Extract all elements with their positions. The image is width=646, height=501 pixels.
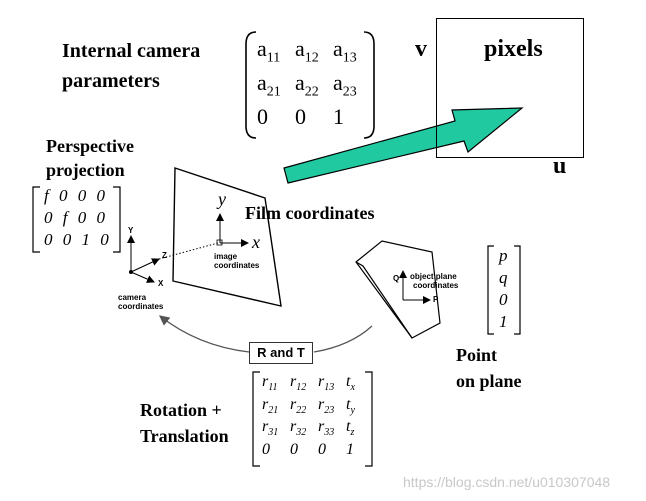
projection-arrow [283, 107, 524, 184]
image-coordinates-label-line2: coordinates [214, 261, 260, 270]
pixel-u-axis-label: u [553, 153, 567, 179]
internal-matrix-entry: a12 [295, 36, 319, 66]
film-y-label: y [218, 189, 226, 209]
rotation-label-line2: Translation [140, 426, 229, 446]
rotation-matrix-entry: r11 [262, 373, 278, 394]
rotation-matrix-entry: 0 [262, 440, 270, 458]
film-x-label: x [252, 232, 260, 252]
rt-arrow-right [313, 325, 373, 353]
rotation-matrix-left-bracket [252, 371, 260, 467]
rotation-matrix-entry: r31 [262, 418, 279, 439]
rotation-matrix-entry: 0 [318, 440, 326, 458]
camera-x-axis [130, 271, 155, 283]
point-vector-right-bracket [514, 245, 521, 335]
internal-matrix-entry: 1 [333, 104, 344, 129]
point-vector-entry: q [499, 268, 508, 287]
film-coordinates-label: Film coordinates [245, 203, 375, 223]
image-coordinates-label-line1: image [214, 252, 238, 261]
rotation-matrix-right-bracket [365, 371, 373, 467]
internal-matrix-entry: 0 [257, 104, 268, 129]
point-vector-entry: 0 [499, 290, 508, 309]
camera-z-axis [130, 258, 160, 273]
rotation-matrix-entry: r23 [318, 395, 335, 416]
plane-p-label: P [433, 295, 439, 304]
perspective-matrix-row: 0 0 1 0 [44, 230, 112, 249]
internal-matrix-entry: a21 [257, 70, 281, 100]
internal-matrix-left-bracket [245, 31, 257, 139]
rotation-matrix-entry: r12 [290, 373, 307, 394]
rotation-matrix-entry: r22 [290, 395, 307, 416]
internal-matrix-entry: a11 [257, 36, 281, 66]
camera-z-label: Z [162, 251, 167, 260]
perspective-label-line1: Perspective [46, 136, 134, 156]
camera-y-label: Y [128, 226, 134, 235]
perspective-matrix-left-bracket [32, 186, 40, 253]
rotation-matrix-entry: ty [346, 395, 355, 416]
perspective-label-line2: projection [46, 160, 125, 180]
rotation-matrix-entry: r21 [262, 395, 279, 416]
rotation-matrix-entry: r32 [290, 418, 307, 439]
internal-params-label-line1: Internal camera [62, 40, 201, 62]
image-plane [172, 167, 282, 307]
film-origin [216, 239, 223, 246]
rotation-matrix-entry: tx [346, 373, 355, 394]
optical-axis [158, 242, 219, 260]
internal-params-label-line2: parameters [62, 70, 160, 92]
pixels-label: pixels [484, 36, 543, 62]
watermark: https://blog.csdn.net/u010307048 [403, 474, 611, 490]
point-label-line2: on plane [456, 371, 522, 391]
camera-center [129, 270, 133, 274]
rotation-matrix-entry: r13 [318, 373, 335, 394]
pixel-plane [436, 18, 584, 158]
perspective-matrix-row: f 0 0 0 [44, 186, 108, 205]
perspective-matrix-right-bracket [113, 186, 121, 253]
point-vector-entry: p [499, 246, 508, 265]
point-label-line1: Point [456, 345, 498, 365]
perspective-matrix-row: 0 f 0 0 [44, 208, 108, 227]
object-plane-edge [355, 261, 413, 339]
rotation-matrix-entry: r33 [318, 418, 335, 439]
point-vector-entry: 1 [499, 312, 508, 331]
pixel-v-axis-label: v [415, 36, 427, 62]
rotation-matrix-entry: 1 [346, 440, 354, 458]
object-plane-label-line1: object plane [410, 272, 457, 281]
internal-matrix-entry: a22 [295, 70, 319, 100]
camera-coordinates-label-line2: coordinates [118, 302, 164, 311]
point-vector-left-bracket [487, 245, 494, 335]
rt-arrow-left [158, 315, 250, 353]
rotation-matrix-entry: 0 [290, 440, 298, 458]
internal-matrix-entry: a23 [333, 70, 357, 100]
camera-x-label: X [158, 279, 164, 288]
rotation-label-line1: Rotation + [140, 400, 222, 420]
internal-matrix-entry: a13 [333, 36, 357, 66]
camera-coordinates-label-line1: camera [118, 293, 147, 302]
plane-q-label: Q [393, 274, 400, 283]
object-plane-label-line2: coordinates [413, 281, 459, 290]
internal-matrix-entry: 0 [295, 104, 306, 129]
rotation-matrix-entry: tz [346, 418, 355, 439]
r-and-t-box: R and T [249, 342, 313, 364]
internal-matrix-right-bracket [363, 31, 375, 139]
